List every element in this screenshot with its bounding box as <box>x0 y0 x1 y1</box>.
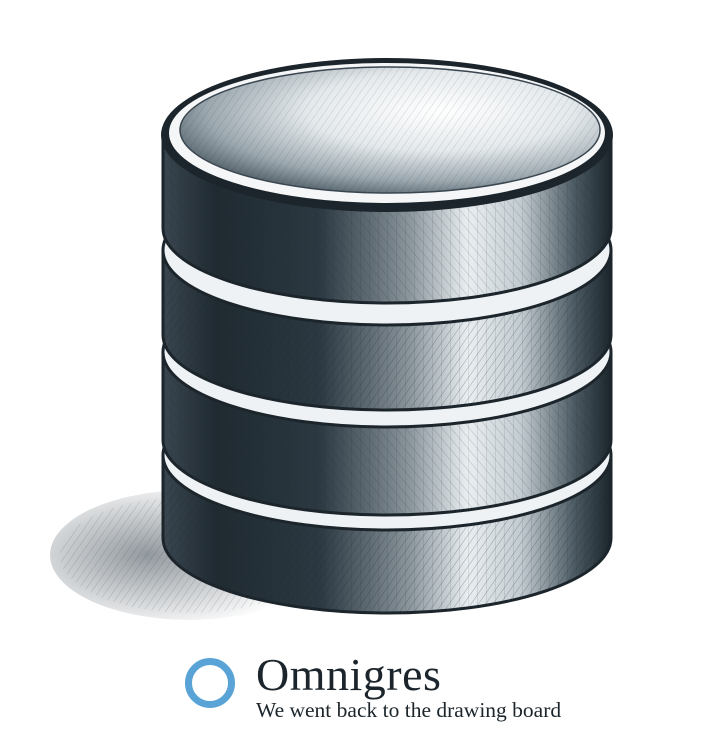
brand-lockup: Omnigres We went back to the drawing boa… <box>182 649 622 732</box>
brand-name: Omnigres <box>256 649 442 700</box>
brand-tagline: We went back to the drawing board <box>256 698 562 722</box>
database-cylinder-illustration <box>50 58 613 620</box>
circle-ring-icon <box>185 658 235 708</box>
disc-top <box>161 58 613 305</box>
